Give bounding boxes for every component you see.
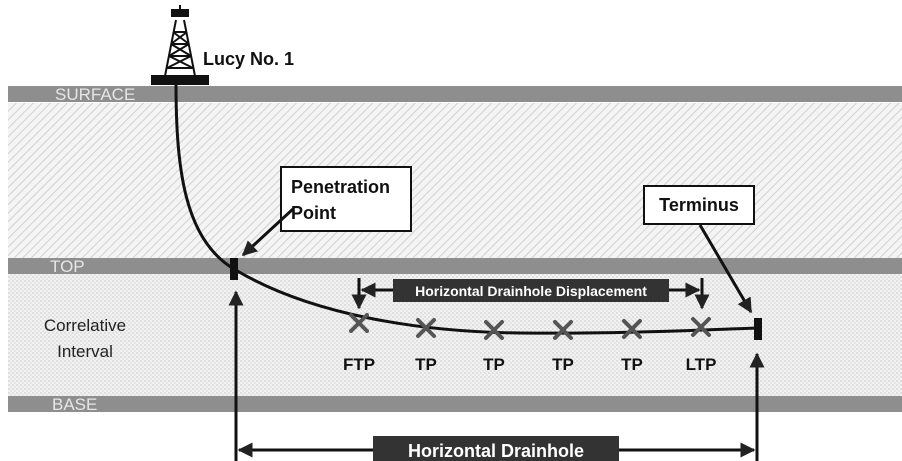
penetration-callout-line1: Penetration <box>291 177 390 197</box>
drainhole-label: Horizontal Drainhole <box>408 441 584 461</box>
drainhole-label-box <box>373 436 619 461</box>
terminus-leader-arrow <box>698 224 753 314</box>
take-point-marker-ftp <box>349 313 369 333</box>
interval-label-line2: Interval <box>57 342 113 361</box>
well-name: Lucy No. 1 <box>203 49 294 69</box>
penetration-leader-arrow <box>241 207 295 257</box>
surface-label: SURFACE <box>55 85 135 104</box>
wellbore-path <box>174 83 758 335</box>
point-label-tp1: TP <box>415 355 437 374</box>
point-label-tp3: TP <box>552 355 574 374</box>
penetration-point-callout <box>280 166 412 232</box>
base-label: BASE <box>52 395 97 414</box>
displacement-label-box <box>393 279 669 302</box>
take-point-marker-tp3 <box>553 320 573 340</box>
point-label-tp4: TP <box>621 355 643 374</box>
base-band <box>8 396 902 412</box>
terminus-callout-label: Terminus <box>659 195 739 215</box>
penetration-point-marker <box>230 258 238 280</box>
surface-band <box>8 86 902 102</box>
take-point-marker-ltp <box>691 317 711 337</box>
take-point-marker-tp1 <box>416 318 436 338</box>
interval-label-line1: Correlative <box>44 316 126 335</box>
take-point-marker-tp2 <box>484 320 504 340</box>
terminus-callout <box>643 185 755 225</box>
overburden-layer <box>8 103 902 258</box>
take-point-marker-tp4 <box>622 319 642 339</box>
top-label: TOP <box>50 257 85 276</box>
oil-derrick-icon <box>151 5 209 85</box>
terminus-marker <box>754 318 762 340</box>
point-label-tp2: TP <box>483 355 505 374</box>
point-label-ltp: LTP <box>686 355 717 374</box>
displacement-label: Horizontal Drainhole Displacement <box>415 283 647 299</box>
top-band <box>8 258 902 274</box>
penetration-callout-line2: Point <box>291 203 336 223</box>
point-label-ftp: FTP <box>343 355 375 374</box>
